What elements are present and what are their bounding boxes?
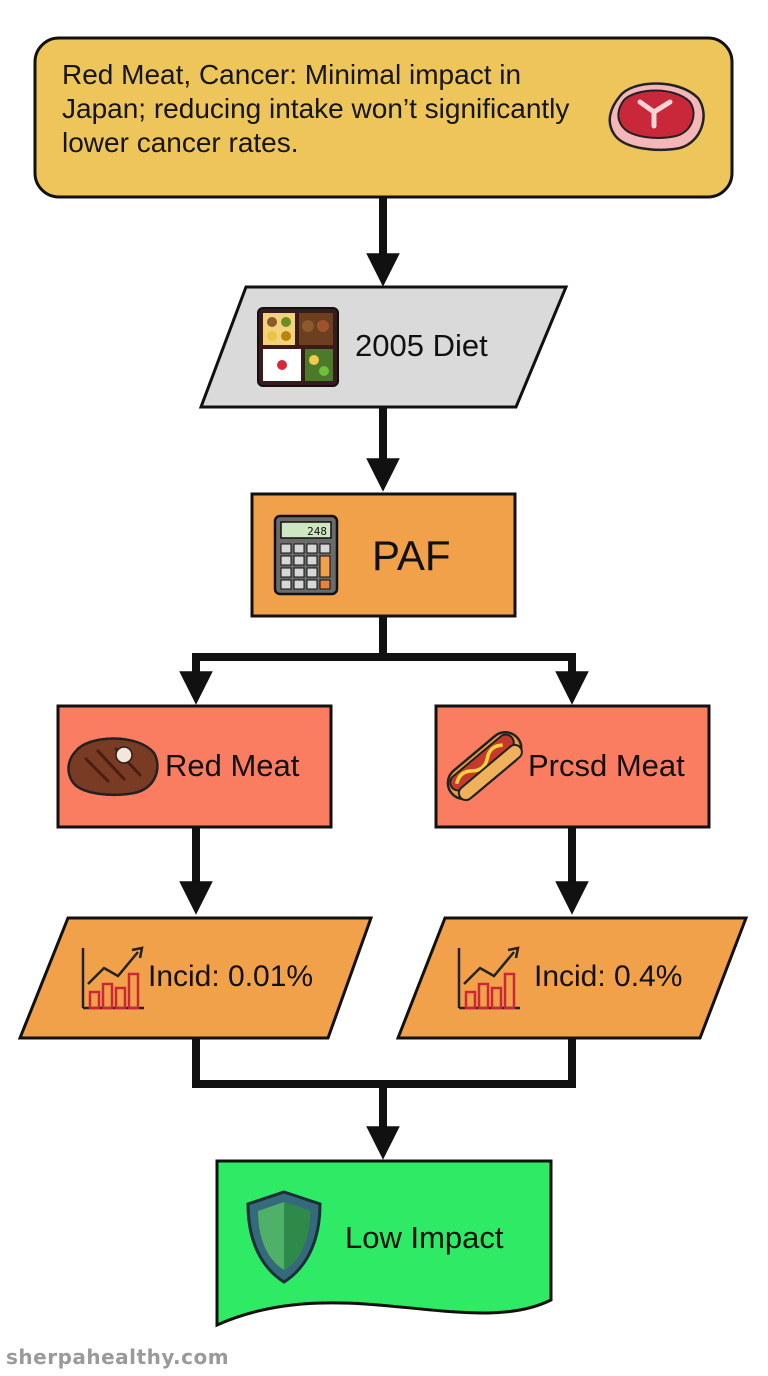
shield-icon <box>246 1190 322 1284</box>
header-box <box>33 36 734 199</box>
diet-label: 2005 Diet <box>355 328 488 363</box>
arrow-paf-to-processed <box>383 653 589 705</box>
paf-label: PAF <box>372 532 451 579</box>
calculator-icon: 248 <box>273 514 339 596</box>
steak-icon <box>608 82 705 151</box>
processed-meat-label: Prcsd Meat <box>528 748 685 783</box>
incid-processed-label: Incid: 0.4% <box>534 960 683 993</box>
steak-icon <box>67 737 159 797</box>
outcome-label: Low Impact <box>345 1220 504 1255</box>
arrow-merge <box>192 1038 576 1088</box>
bar-chart-up-icon <box>81 946 144 1010</box>
watermark: sherpahealthy.com <box>6 1345 230 1369</box>
red-meat-label: Red Meat <box>165 748 300 783</box>
hot-dog-icon <box>446 730 523 802</box>
calculator-display: 248 <box>307 525 327 538</box>
connectors <box>179 197 589 1160</box>
bar-chart-up-icon <box>457 946 520 1010</box>
bento-box-icon <box>257 307 339 387</box>
incid-red-label: Incid: 0.01% <box>148 960 314 993</box>
header-text: Red Meat, Cancer: Minimal impact in Japa… <box>62 59 570 158</box>
arrow-paf-split <box>179 616 387 705</box>
